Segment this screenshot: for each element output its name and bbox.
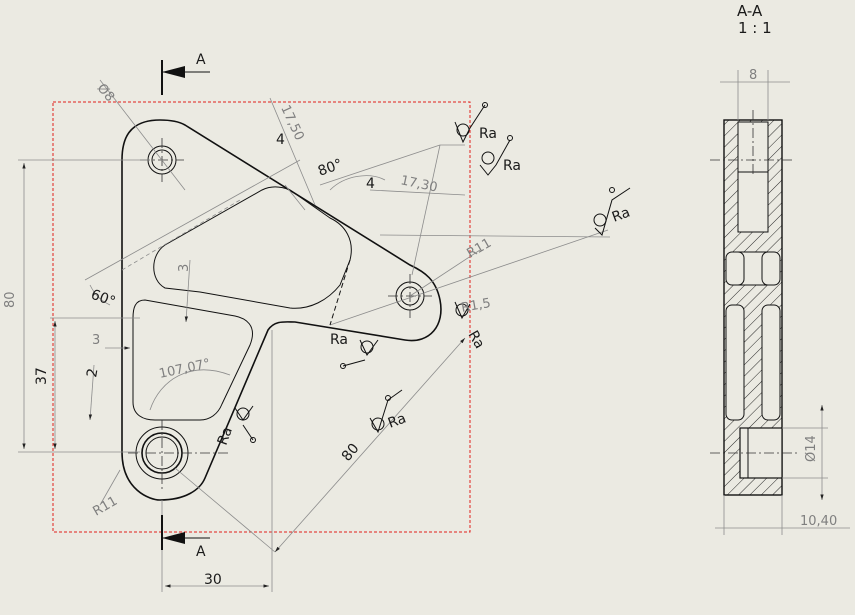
ra-label-3: Ra (610, 205, 632, 226)
dim-r1-right: R1,5 (460, 296, 492, 316)
dim-section-width-8: 8 (749, 68, 757, 83)
dim-wall-2: 2 (84, 367, 101, 379)
section-title: A-A (737, 2, 763, 20)
dim-section-dia-14: Ø14 (804, 435, 819, 462)
surface-finish-symbols (234, 102, 631, 443)
cut-label-bottom: A (196, 544, 206, 560)
section-marker-bottom (161, 515, 210, 550)
dim-r11-right: R11 (465, 236, 495, 262)
dim-rib-top: 4 (276, 132, 285, 148)
dim-angle-80: 80° (316, 156, 345, 180)
dim-wall-3-horizontal: 3 (92, 333, 100, 348)
dim-height-80: 80 (3, 291, 18, 308)
dim-diag-80: 80 (339, 441, 363, 465)
section-scale: 1 : 1 (738, 19, 772, 37)
hole-bottom (128, 420, 230, 490)
part-outline (121, 119, 442, 501)
section-marker-top (161, 60, 210, 95)
section-view (710, 70, 850, 535)
dim-section-depth: 10,40 (800, 514, 837, 529)
dim-wall-3-vertical: 3 (177, 264, 192, 272)
dim-rib-mid: 4 (366, 176, 375, 192)
ra-label-2: Ra (503, 158, 521, 174)
ra-label-6: Ra (386, 411, 408, 432)
ra-label-1: Ra (479, 126, 497, 142)
view-boundary (52, 101, 471, 533)
dim-r11-bottom: R11 (91, 494, 121, 520)
dim-width-30: 30 (204, 572, 222, 588)
dim-angle-107: 107,07° (158, 356, 212, 381)
dim-hole-dia-top: Ø8 (94, 81, 117, 105)
dim-height-37: 37 (34, 367, 50, 385)
cut-label-top: A (196, 52, 206, 68)
ra-label-5: Ra (215, 425, 236, 447)
dimension-lines (18, 79, 611, 592)
ra-label-7: Ra (465, 328, 488, 352)
ra-label-4: Ra (330, 332, 348, 348)
dim-angle-60: 60° (89, 287, 118, 311)
